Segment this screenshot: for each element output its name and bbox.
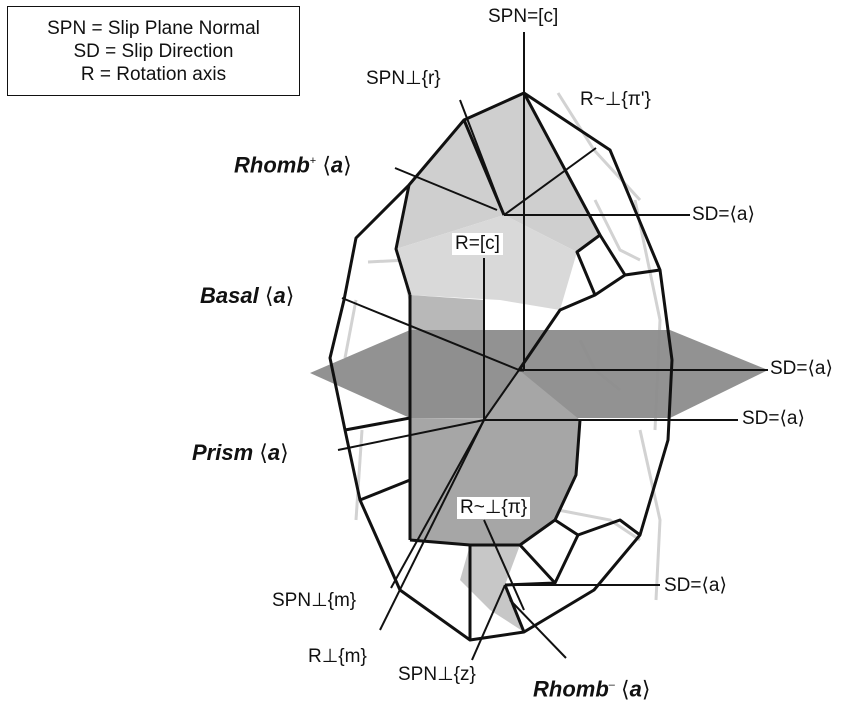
label-spn-m: SPN⊥{m} (272, 590, 357, 611)
label-sd-3: SD=⟨a⟩ (742, 408, 805, 429)
leader-lines (337, 32, 768, 661)
legend-r: R = Rotation axis (80, 63, 227, 85)
crystal-outline (328, 91, 674, 642)
slip-basal: Basal ⟨a⟩ (200, 283, 295, 308)
legend-sd: SD = Slip Direction (73, 40, 234, 62)
legend-spn: SPN = Slip Plane Normal (47, 17, 260, 39)
slip-rhomb-plus: Rhomb+ ⟨a⟩ (234, 152, 352, 178)
label-r-pi-prime: R~⊥{π'} (580, 89, 651, 110)
rhomb-plus-plane (396, 93, 600, 252)
label-sd-4: SD=⟨a⟩ (664, 575, 727, 596)
rhomb-minus-plane (460, 545, 524, 632)
slip-prism: Prism ⟨a⟩ (192, 440, 289, 465)
label-r-c: R=[c] (452, 233, 503, 255)
legend-box: SPN = Slip Plane Normal SD = Slip Direct… (7, 6, 300, 96)
label-spn-r: SPN⊥{r} (366, 68, 441, 89)
slip-rhomb-minus: Rhomb– ⟨a⟩ (533, 676, 651, 702)
label-spn-z: SPN⊥{z} (398, 664, 476, 685)
basal-plane (310, 330, 768, 418)
label-r-m: R⊥{m} (308, 646, 367, 667)
label-r-pi: R~⊥{π} (457, 497, 531, 519)
rhomb-plus-lower-plane (396, 215, 577, 310)
label-sd-2: SD=⟨a⟩ (770, 358, 833, 379)
label-spn-c: SPN=[c] (488, 6, 559, 27)
label-sd-1: SD=⟨a⟩ (692, 204, 755, 225)
lower-shaded-region (410, 370, 580, 545)
